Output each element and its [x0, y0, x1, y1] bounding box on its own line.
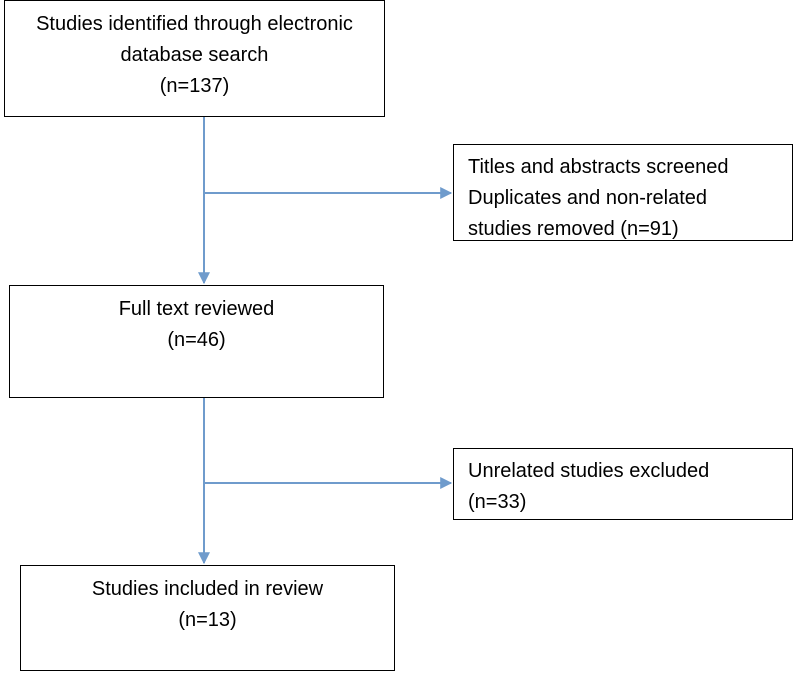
box-full-text-reviewed: Full text reviewed (n=46)	[9, 285, 384, 398]
box-count: (n=13)	[178, 609, 237, 631]
box-text-line: Unrelated studies excluded	[468, 460, 710, 482]
box-text-line: Full text reviewed	[118, 298, 275, 320]
box-unrelated-excluded: Unrelated studies excluded (n=33)	[453, 448, 793, 520]
box-text-line: studies removed (n=91)	[468, 218, 679, 240]
box-text-line: Studies identified through electronic	[36, 13, 353, 35]
box-text-line: Duplicates and non-related	[468, 187, 708, 209]
box-studies-included: Studies included in review (n=13)	[20, 565, 395, 671]
box-text-line: database search	[120, 44, 269, 66]
box-count: (n=33)	[468, 491, 527, 513]
box-count: (n=137)	[159, 75, 230, 97]
box-screened-removed: Titles and abstracts screened Duplicates…	[453, 144, 793, 241]
box-studies-identified: Studies identified through electronic da…	[4, 0, 385, 117]
box-text-line: Titles and abstracts screened	[468, 156, 729, 178]
box-text-line: Studies included in review	[91, 578, 324, 600]
box-count: (n=46)	[167, 329, 226, 351]
